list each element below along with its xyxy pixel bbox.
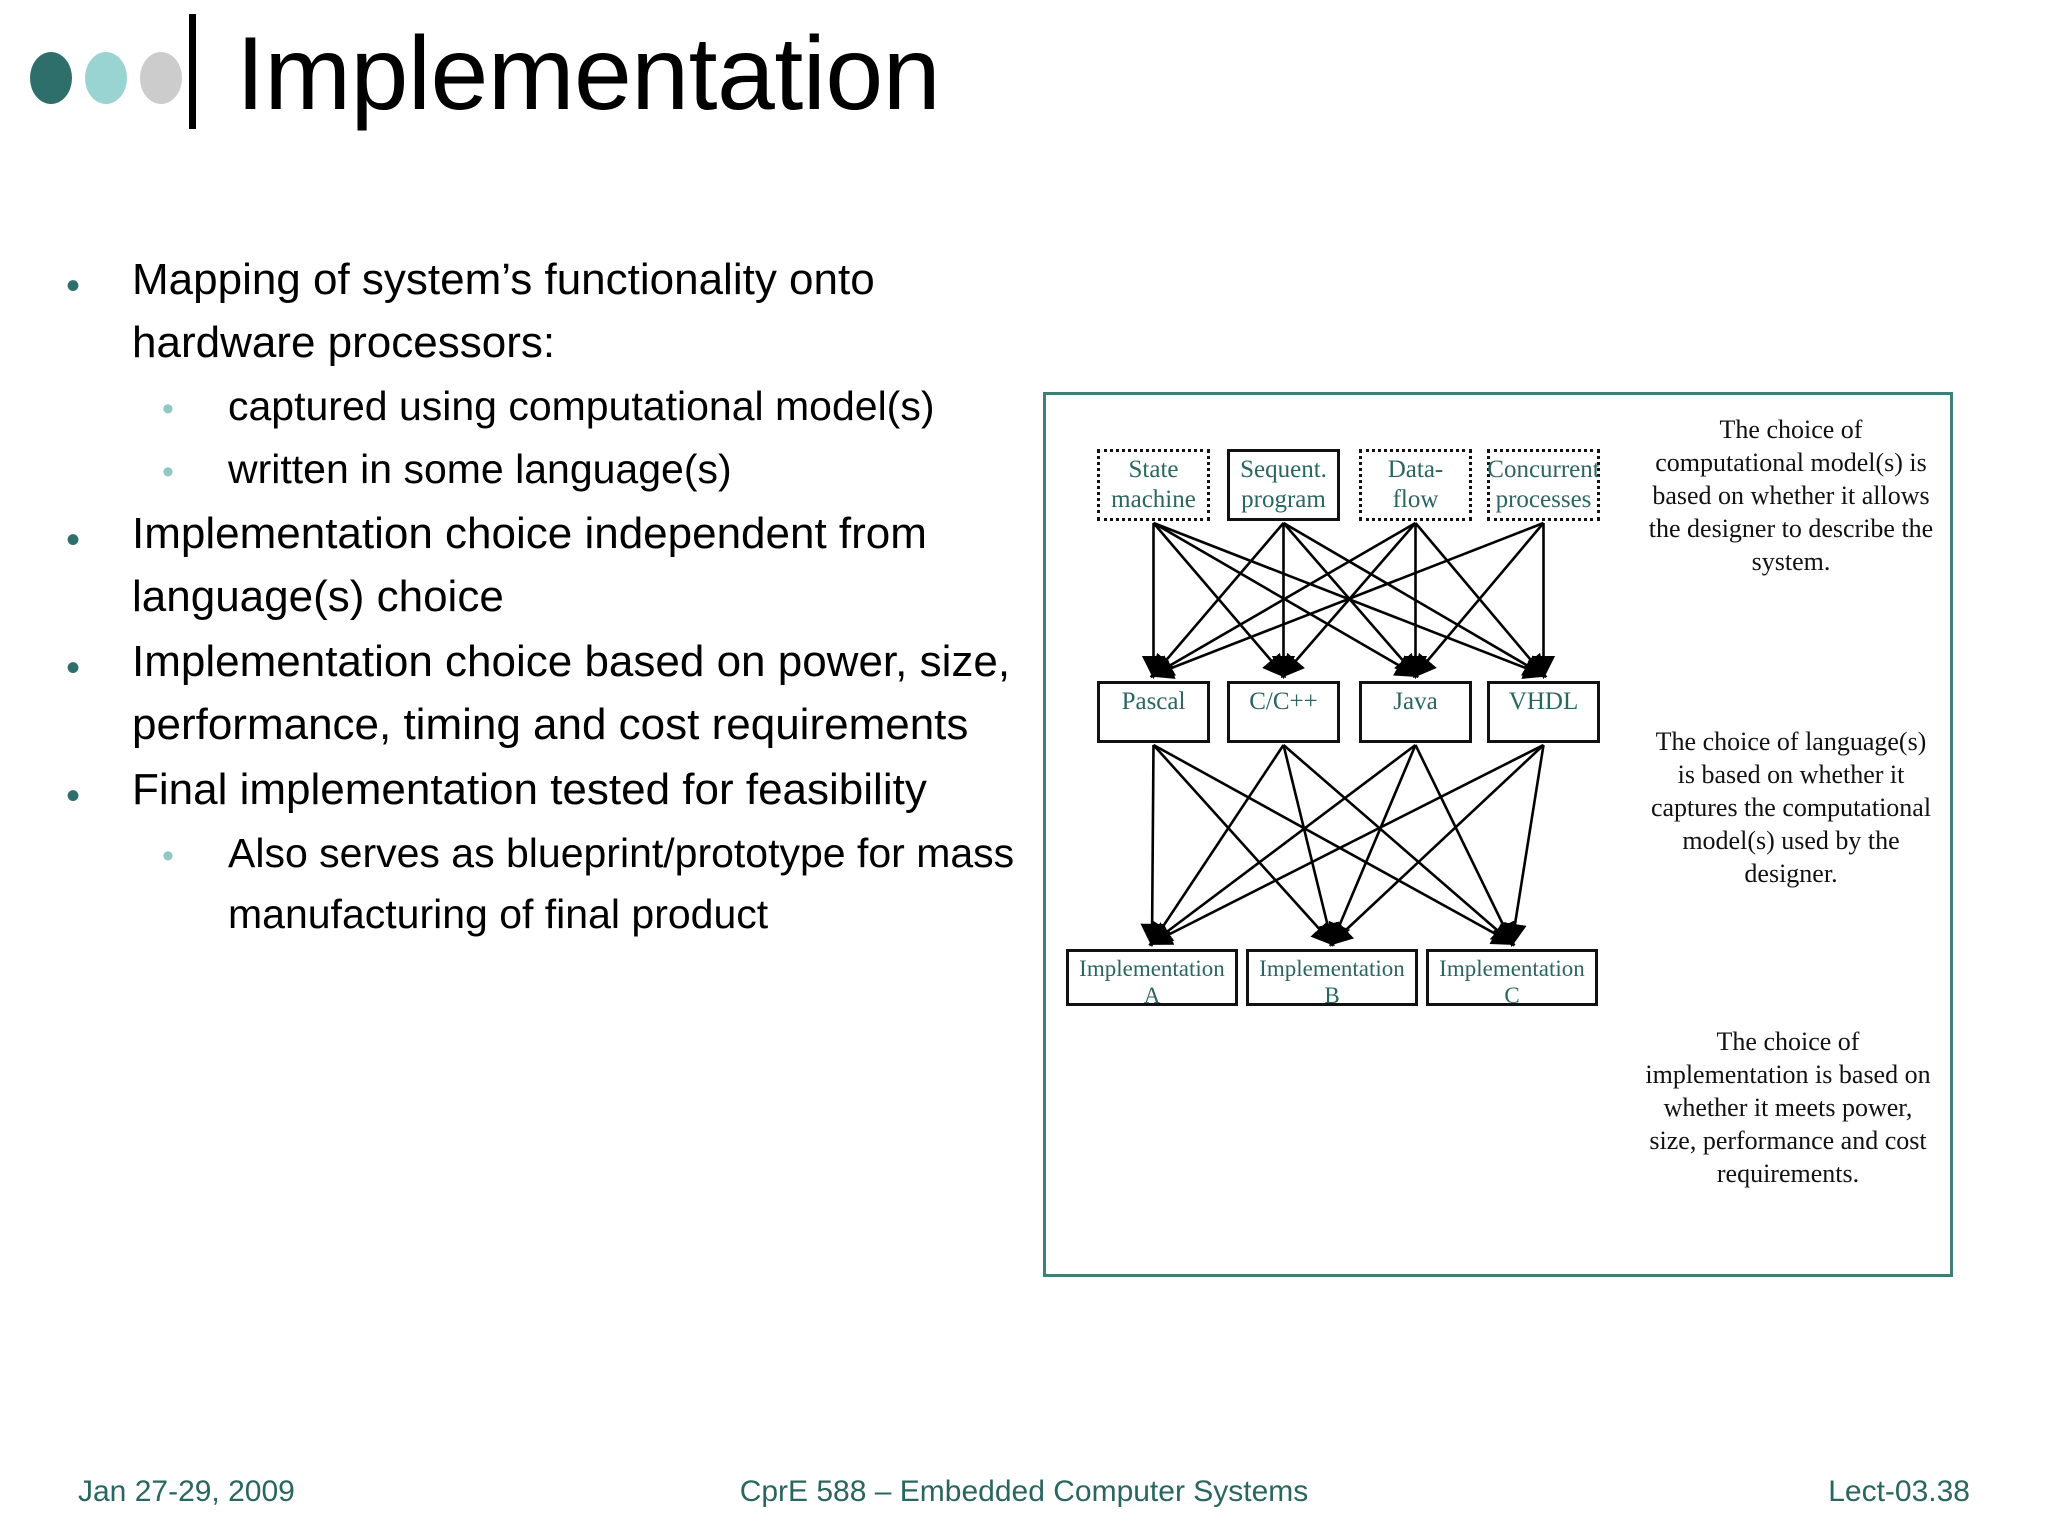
footer-lecture-id: Lect-03.38 <box>1828 1475 1970 1508</box>
bullet-text: Implementation choice based on power, si… <box>132 637 1011 749</box>
bullet-item: • Implementation choice independent from … <box>60 502 1020 628</box>
bullet-item: • written in some language(s) <box>156 439 1020 500</box>
bullet-marker-icon: • <box>162 390 174 428</box>
footer-course: CprE 588 – Embedded Computer Systems <box>739 1475 1309 1508</box>
page-title: Implementation <box>236 16 941 132</box>
implementation-diagram: State machine Sequent. program Data- flo… <box>1043 392 1953 1277</box>
diagram-node-sequent-program[interactable]: Sequent. program <box>1227 449 1340 521</box>
bullet-marker-icon: • <box>66 518 81 562</box>
bullet-text: Implementation choice independent from l… <box>132 509 927 621</box>
slide-footer: Jan 27-29, 2009 CprE 588 – Embedded Comp… <box>0 1470 2048 1514</box>
brand-dot-dark-icon <box>30 52 72 104</box>
bullet-item: • Mapping of system’s functionality onto … <box>60 248 1020 374</box>
diagram-node-implementation-c[interactable]: Implementation C <box>1426 949 1598 1008</box>
brand-dot-gray-icon <box>140 52 182 104</box>
footer-date: Jan 27-29, 2009 <box>78 1475 295 1508</box>
diagram-node-implementation-a[interactable]: Implementation A <box>1066 949 1238 1008</box>
bullet-marker-icon: • <box>162 453 174 491</box>
bullet-text: written in some language(s) <box>228 446 732 492</box>
diagram-node-dataflow[interactable]: Data- flow <box>1359 449 1472 521</box>
bullet-marker-icon: • <box>162 837 174 875</box>
bullet-item: • Also serves as blueprint/prototype for … <box>156 823 1020 945</box>
bullet-text: captured using computational model(s) <box>228 383 935 429</box>
diagram-node-java[interactable]: Java <box>1359 681 1472 743</box>
diagram-node-implementation-b[interactable]: Implementation B <box>1246 949 1418 1008</box>
bullet-item: • captured using computational model(s) <box>156 376 1020 437</box>
annotation-computational-model: The choice of computational model(s) is … <box>1648 415 1934 576</box>
diagram-node-concurrent-processes[interactable]: Concurrent processes <box>1487 449 1600 521</box>
diagram-inner: State machine Sequent. program Data- flo… <box>1046 395 1950 1274</box>
annotation-implementation-choice: The choice of implementation is based on… <box>1645 1027 1931 1188</box>
bullet-item: • Final implementation tested for feasibi… <box>60 758 1020 821</box>
bullet-text: Mapping of system’s functionality onto h… <box>132 255 875 367</box>
title-divider-rule <box>189 14 196 129</box>
bullet-list: • Mapping of system’s functionality onto … <box>60 248 1020 947</box>
diagram-node-state-machine[interactable]: State machine <box>1097 449 1210 521</box>
bullet-marker-icon: • <box>66 774 81 818</box>
annotation-language-choice: The choice of language(s) is based on wh… <box>1650 727 1932 888</box>
bullet-marker-icon: • <box>66 646 81 690</box>
bullet-item: • Implementation choice based on power, s… <box>60 630 1020 756</box>
diagram-node-pascal[interactable]: Pascal <box>1097 681 1210 743</box>
bullet-marker-icon: • <box>66 264 81 308</box>
diagram-node-vhdl[interactable]: VHDL <box>1487 681 1600 743</box>
brand-dot-light-icon <box>85 52 127 104</box>
slide-title-block: Implementation <box>0 0 1200 170</box>
bullet-text: Also serves as blueprint/prototype for m… <box>228 830 1015 937</box>
bullet-text: Final implementation tested for feasibil… <box>132 765 927 814</box>
diagram-arrows <box>1140 521 1556 948</box>
diagram-node-cpp[interactable]: C/C++ <box>1227 681 1340 743</box>
